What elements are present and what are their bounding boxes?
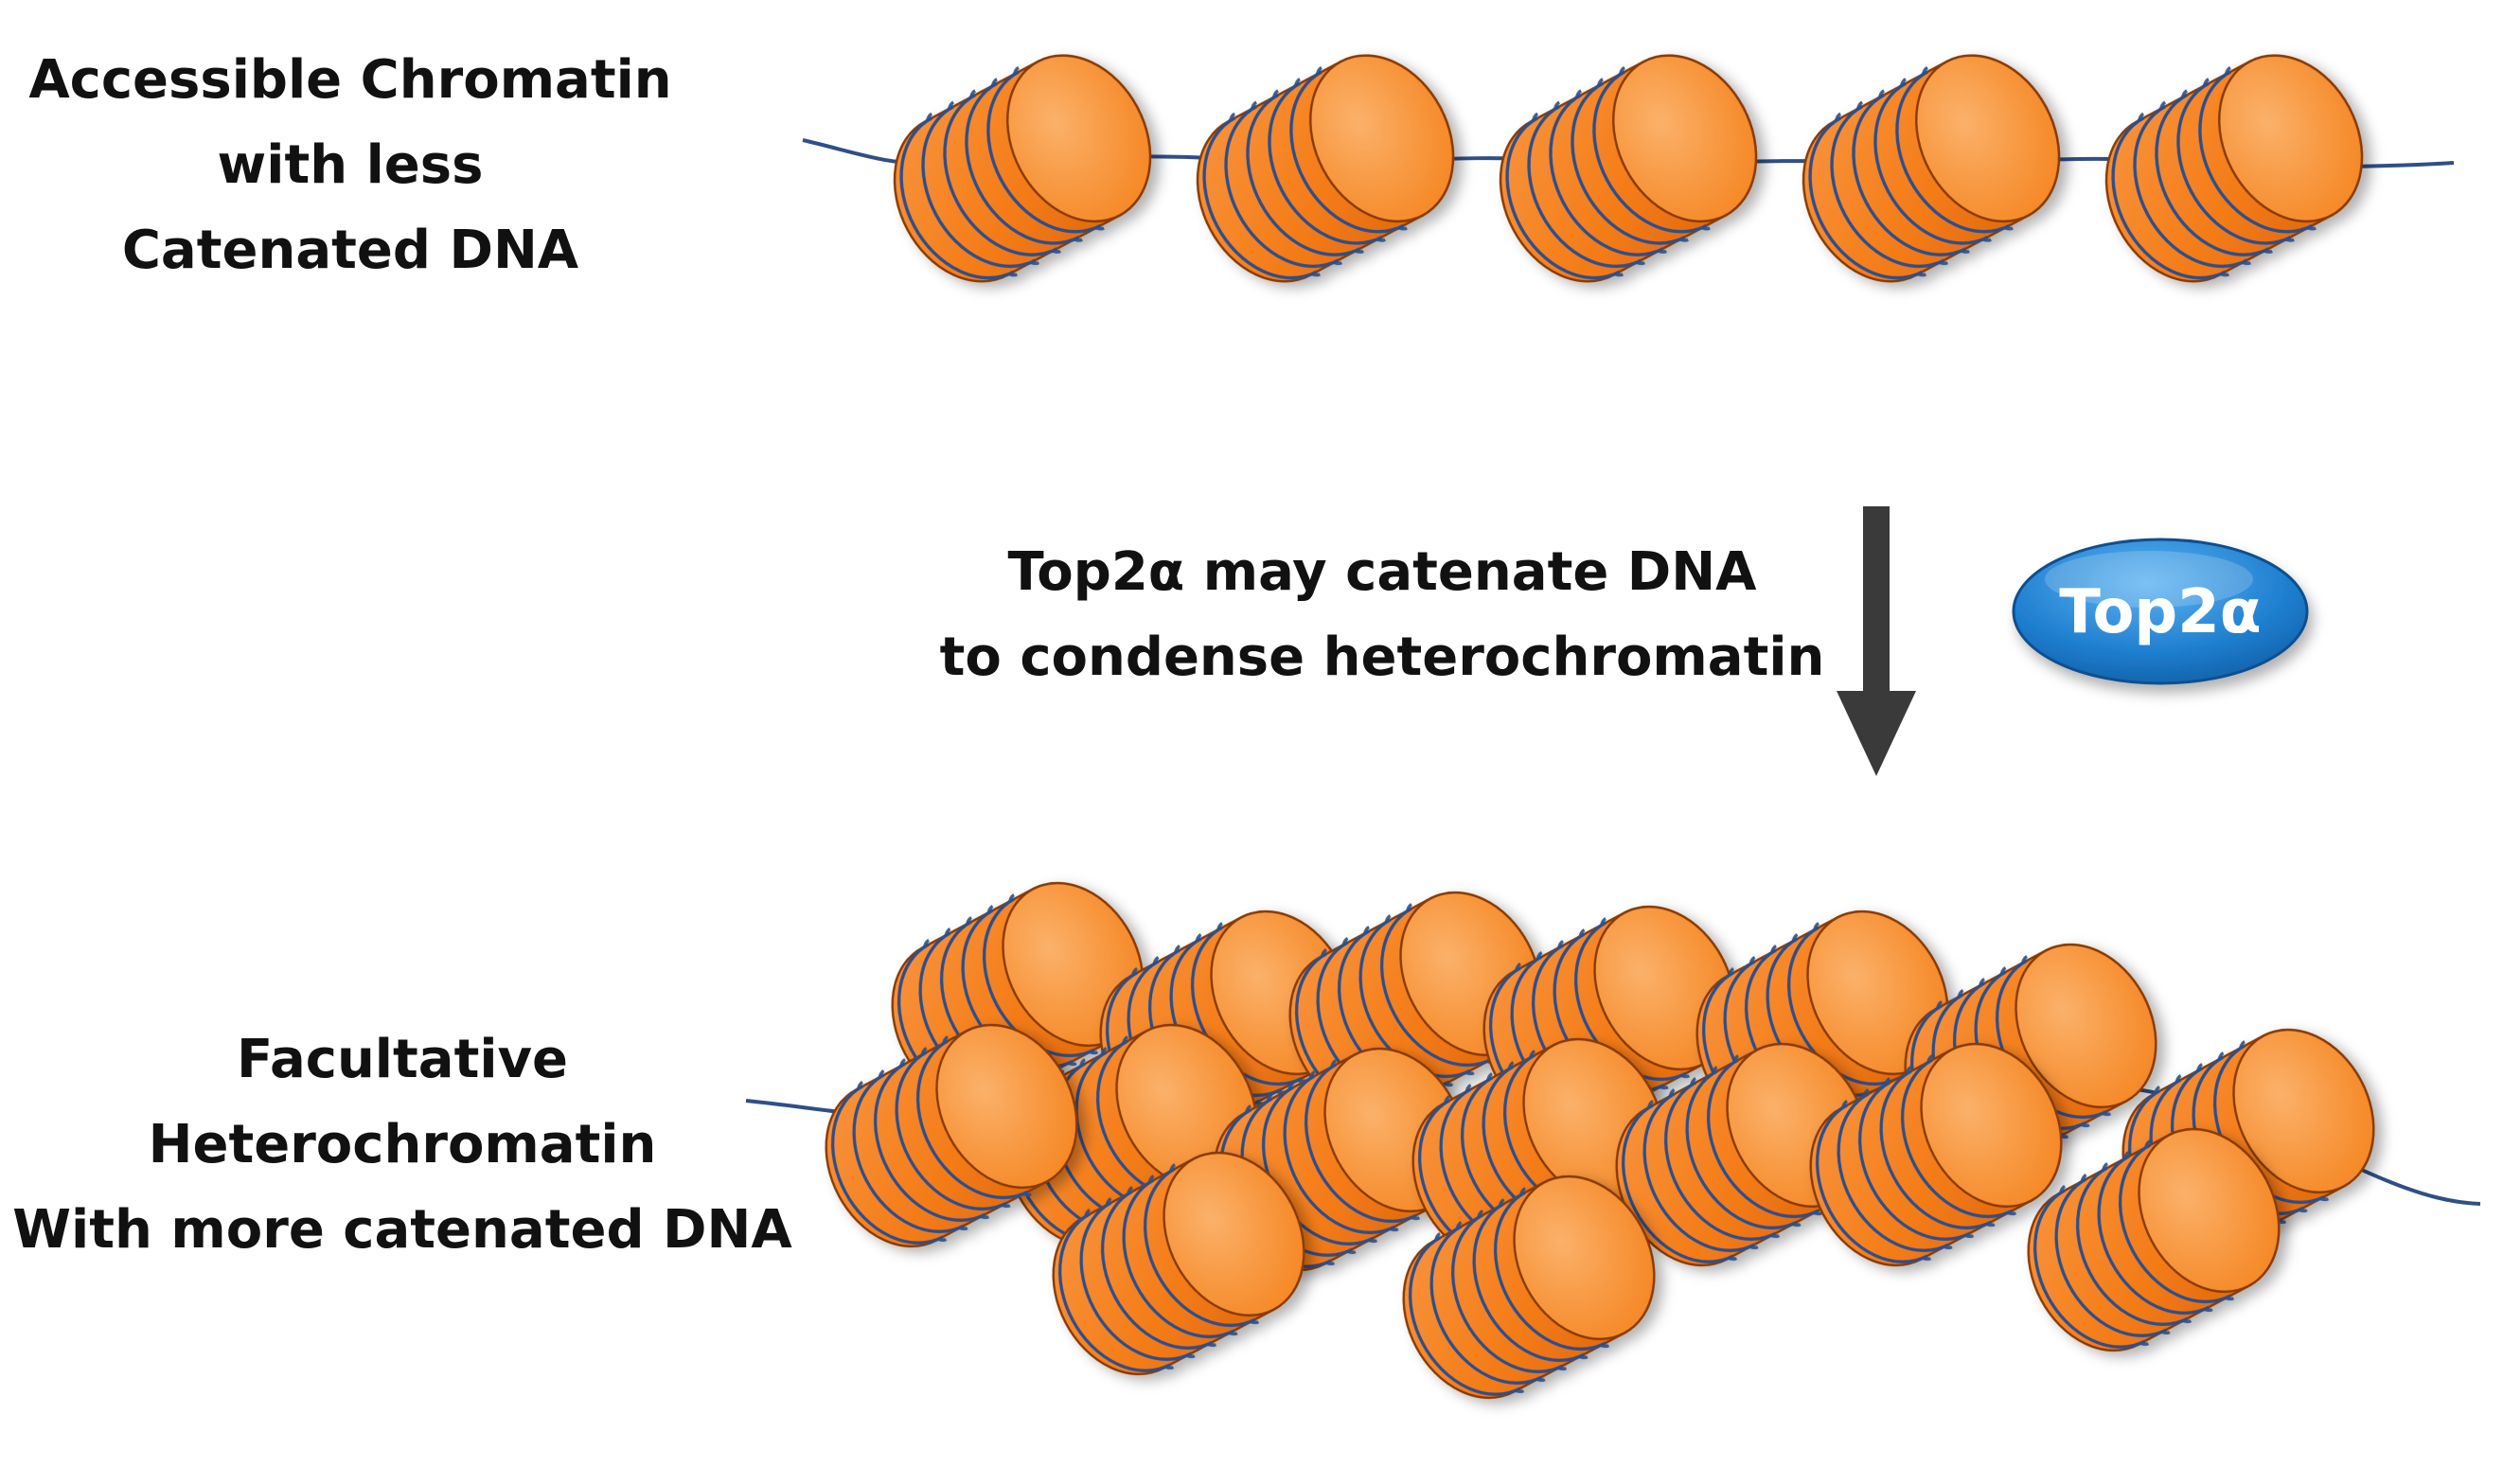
nucleosome-cluster-condensed bbox=[825, 881, 2375, 1400]
nucleosome bbox=[825, 1023, 1078, 1248]
nucleosome bbox=[1802, 54, 2061, 283]
nucleosome bbox=[2027, 1127, 2281, 1352]
nucleosome bbox=[1402, 1175, 1656, 1400]
nucleosome bbox=[1499, 54, 1758, 283]
enzyme-name: Top2α bbox=[2059, 577, 2261, 647]
process-label: Top2α may catenate DNA to condense heter… bbox=[937, 530, 1827, 700]
heterochromatin-label: Facultative Heterochromatin With more ca… bbox=[0, 1017, 805, 1273]
label-line: Catenated DNA bbox=[121, 220, 579, 281]
nucleosome bbox=[893, 54, 1152, 283]
label-line: with less bbox=[217, 134, 484, 196]
label-line: With more catenated DNA bbox=[12, 1199, 792, 1261]
nucleosome-row-accessible bbox=[893, 54, 2364, 283]
label-line: Accessible Chromatin bbox=[28, 49, 672, 111]
label-line: Heterochromatin bbox=[148, 1114, 657, 1175]
nucleosome bbox=[2104, 54, 2364, 283]
label-line: Top2α may catenate DNA bbox=[1007, 541, 1757, 603]
label-line: to condense heterochromatin bbox=[939, 627, 1825, 688]
nucleosome bbox=[1196, 54, 1455, 283]
top2a-enzyme-badge: Top2α bbox=[2012, 538, 2309, 685]
nucleosome bbox=[1052, 1151, 1305, 1376]
arrow-down-icon bbox=[1837, 506, 1916, 776]
nucleosome bbox=[1809, 1042, 2063, 1267]
label-line: Facultative bbox=[236, 1029, 569, 1090]
accessible-chromatin-label: Accessible Chromatin with less Catenated… bbox=[0, 38, 701, 293]
